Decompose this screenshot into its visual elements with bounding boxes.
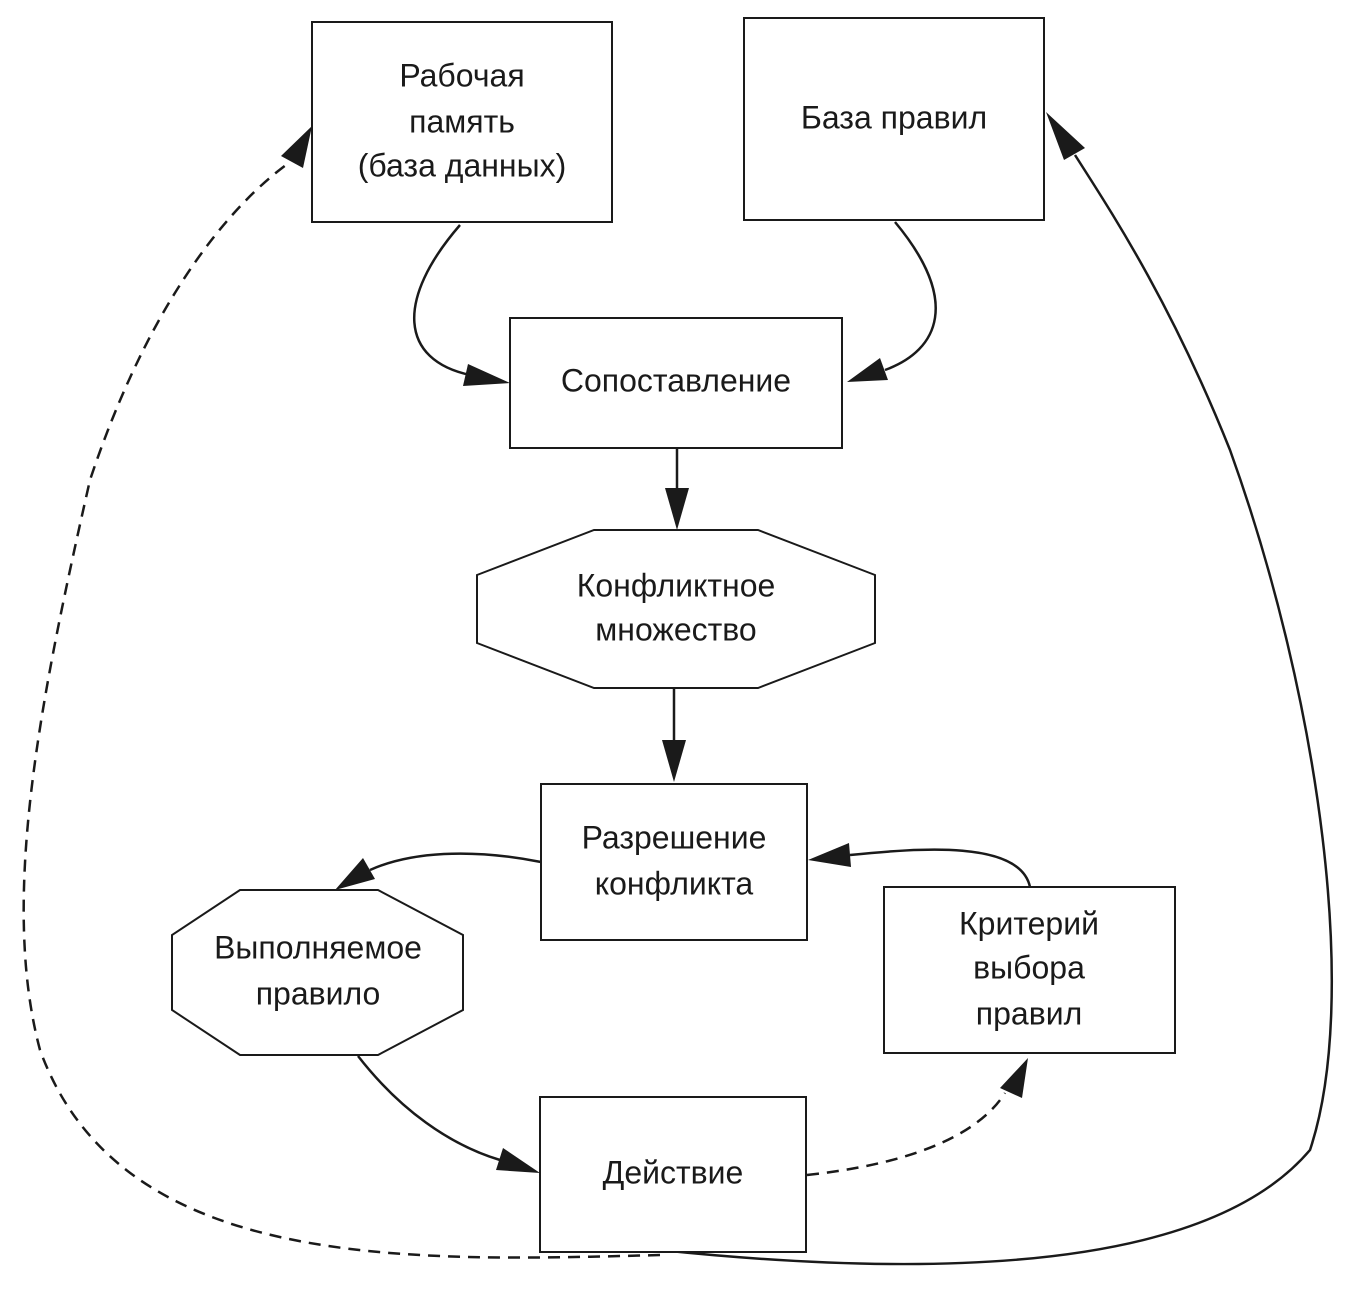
node-action-line-1: Действие [603,1154,744,1190]
edge-resolution-to-executed-rule [369,852,542,872]
arrowhead-icon [281,126,312,168]
edge-action-to-working-memory [22,160,661,1259]
node-working-memory-line-1: Рабочая [399,57,524,93]
arrowhead-icon [1046,112,1085,160]
node-conflict-set-line-2: множество [595,611,756,647]
node-selection-criterion-line-2: выбора [973,949,1085,985]
edge-action-to-rule-base [659,154,1334,1266]
node-matching-line-1: Сопоставление [561,362,791,398]
edge-executed-rule-to-action [357,1055,501,1162]
edge-action-to-criterion [806,1092,1007,1177]
node-working-memory: Рабочая память (база данных) [311,21,613,223]
arrowhead-icon [1000,1058,1028,1098]
node-selection-criterion-line-3: правил [976,995,1082,1031]
node-working-memory-line-2: память [409,103,515,139]
arrowhead-icon [335,858,375,890]
node-executed-rule-line-1: Выполняемое [214,929,422,965]
node-conflict-set: Конфликтное множество [476,529,876,689]
node-conflict-resolution-line-2: конфликта [595,865,754,901]
edge-working-memory-to-matching [413,224,471,377]
node-action: Действие [539,1096,807,1253]
node-conflict-resolution: Разрешение конфликта [540,783,808,941]
arrowhead-icon [463,364,510,386]
node-executed-rule: Выполняемое правило [171,889,464,1056]
arrowhead-icon [496,1148,540,1173]
node-selection-criterion-line-1: Критерий [959,905,1099,941]
arrowhead-icon [665,488,689,530]
node-conflict-set-line-1: Конфликтное [577,567,776,603]
node-matching: Сопоставление [509,317,843,449]
node-selection-criterion: Критерий выбора правил [883,886,1176,1054]
arrowhead-icon [808,843,851,867]
node-rule-base-line-1: База правил [801,99,987,135]
arrowhead-icon [662,740,686,782]
edge-criterion-to-resolution [849,848,1032,888]
node-working-memory-line-3: (база данных) [358,147,567,183]
node-rule-base: База правил [743,17,1045,221]
arrowhead-icon [847,358,888,382]
edge-rule-base-to-matching [884,221,937,372]
node-executed-rule-line-2: правило [256,975,381,1011]
node-conflict-resolution-line-1: Разрешение [582,819,767,855]
